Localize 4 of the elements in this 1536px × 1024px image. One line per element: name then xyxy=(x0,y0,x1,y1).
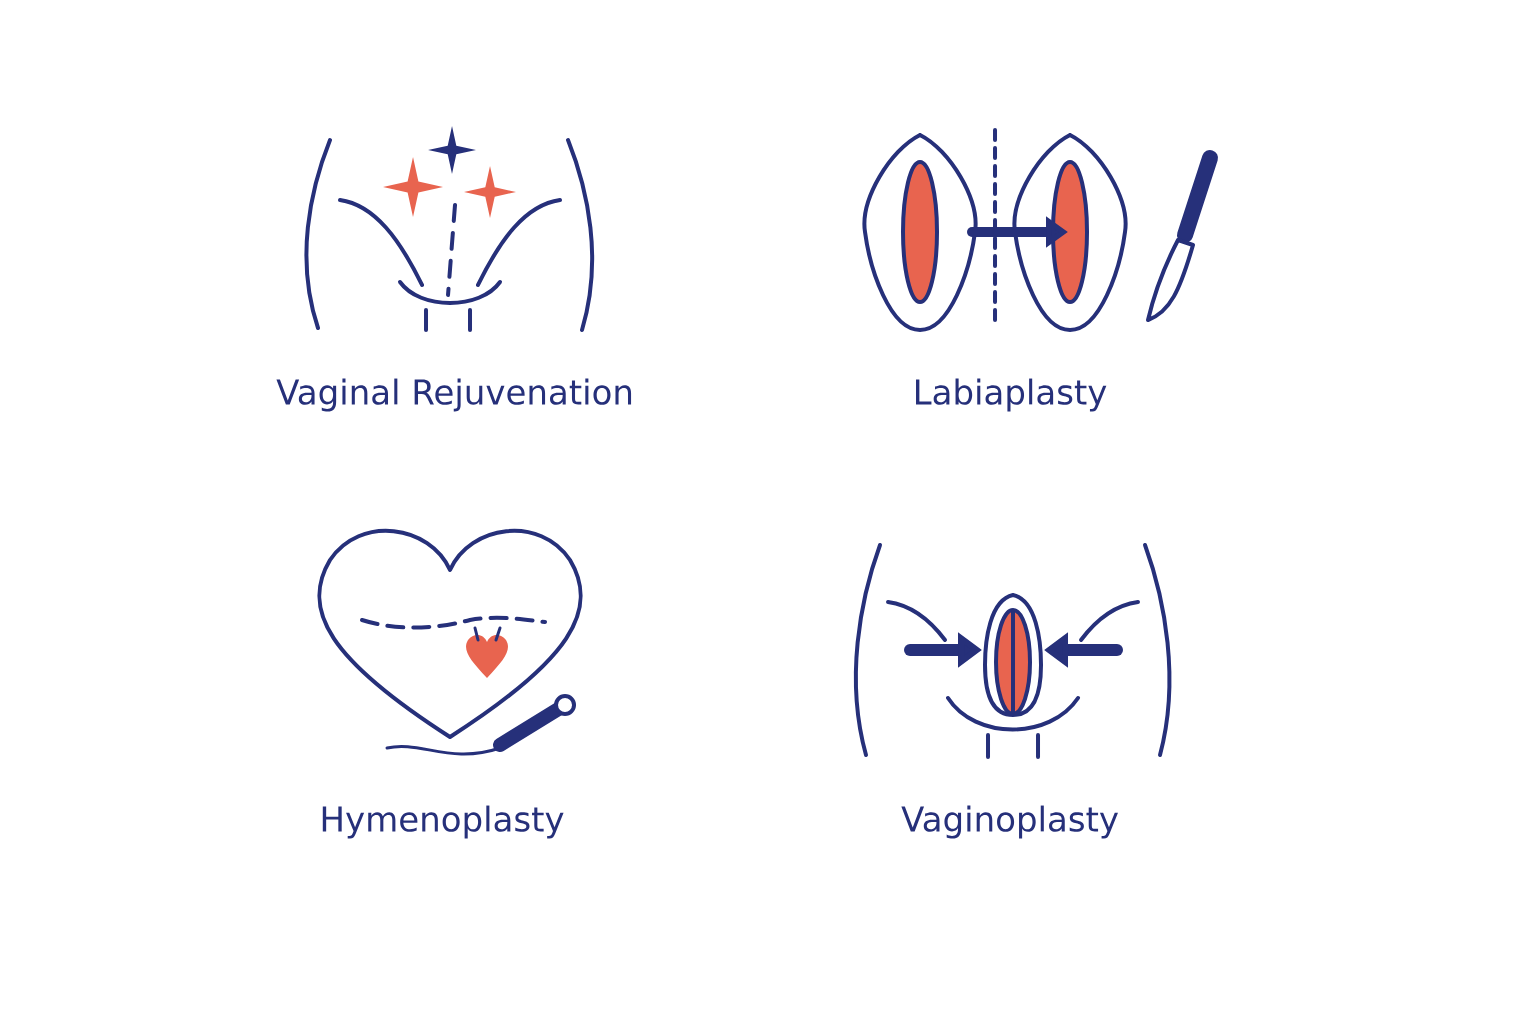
icon-caption: Vaginoplasty xyxy=(901,805,1118,839)
icon-caption: Vaginal Rejuvenation xyxy=(276,378,632,412)
icon-caption: Hymenoplasty xyxy=(322,805,564,839)
icon-caption: Labiaplasty xyxy=(916,378,1107,412)
